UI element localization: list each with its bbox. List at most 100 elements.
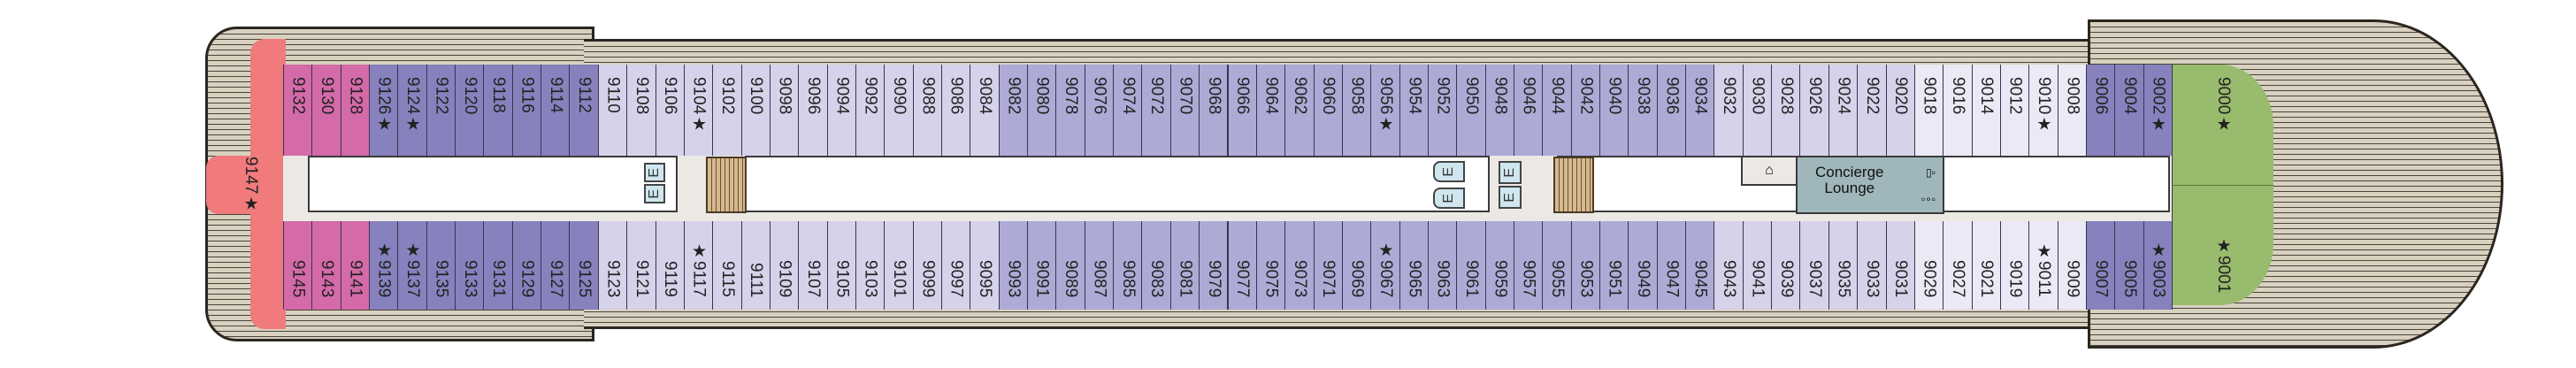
cabin-9030[interactable]: 9030 bbox=[1742, 65, 1773, 156]
cabin-9141[interactable]: 9141 bbox=[340, 221, 371, 310]
concierge-lounge[interactable]: Concierge Lounge ▯▫ ▫∘▫ bbox=[1796, 156, 1944, 214]
cabin-9049[interactable]: 9049 bbox=[1628, 221, 1658, 310]
cabin-9014[interactable]: 9014 bbox=[1971, 65, 2001, 156]
cabin-9093[interactable]: 9093 bbox=[998, 221, 1029, 310]
cabin-9051[interactable]: 9051 bbox=[1599, 221, 1629, 310]
cabin-9027[interactable]: 9027 bbox=[1943, 221, 1973, 310]
cabin-9089[interactable]: 9089 bbox=[1055, 221, 1085, 310]
cabin-9020[interactable]: 9020 bbox=[1885, 65, 1915, 156]
cabin-9016[interactable]: 9016 bbox=[1943, 65, 1973, 156]
cabin-9012[interactable]: 9012 bbox=[1999, 65, 2030, 156]
cabin-9041[interactable]: 9041 bbox=[1742, 221, 1773, 310]
cabin-9108[interactable]: 9108 bbox=[626, 65, 656, 156]
cabin-9143[interactable]: 9143 bbox=[311, 221, 341, 310]
cabin-9127[interactable]: 9127 bbox=[540, 221, 571, 310]
cabin-9062[interactable]: 9062 bbox=[1284, 65, 1315, 156]
cabin-9115[interactable]: 9115 bbox=[712, 221, 742, 310]
cabin-9067[interactable]: ★9067 bbox=[1370, 221, 1400, 310]
cabin-9121[interactable]: 9121 bbox=[626, 221, 656, 310]
cabin-9057[interactable]: 9057 bbox=[1513, 221, 1544, 310]
cabin-9092[interactable]: 9092 bbox=[855, 65, 886, 156]
cabin-9101[interactable]: 9101 bbox=[884, 221, 914, 310]
cabin-9139[interactable]: ★9139 bbox=[369, 221, 399, 310]
cabin-9037[interactable]: 9037 bbox=[1799, 221, 1829, 310]
cabin-9083[interactable]: 9083 bbox=[1141, 221, 1171, 310]
cabin-9070[interactable]: 9070 bbox=[1169, 65, 1200, 156]
cabin-9122[interactable]: 9122 bbox=[426, 65, 456, 156]
cabin-9105[interactable]: 9105 bbox=[826, 221, 856, 310]
cabin-9123[interactable]: 9123 bbox=[597, 221, 628, 310]
cabin-9120[interactable]: 9120 bbox=[455, 65, 485, 156]
cabin-9080[interactable]: 9080 bbox=[1027, 65, 1057, 156]
cabin-9031[interactable]: 9031 bbox=[1885, 221, 1915, 310]
cabin-9126[interactable]: 9126★ bbox=[369, 65, 399, 156]
cabin-9082[interactable]: 9082 bbox=[998, 65, 1029, 156]
cabin-9125[interactable]: 9125 bbox=[569, 221, 599, 310]
cabin-9107[interactable]: 9107 bbox=[798, 221, 828, 310]
aft-suite-9147-bump[interactable]: 9147★ bbox=[206, 156, 295, 214]
cabin-9008[interactable]: 9008 bbox=[2057, 65, 2087, 156]
cabin-9078[interactable]: 9078 bbox=[1055, 65, 1085, 156]
cabin-9032[interactable]: 9032 bbox=[1714, 65, 1744, 156]
cabin-9110[interactable]: 9110 bbox=[597, 65, 628, 156]
cabin-9053[interactable]: 9053 bbox=[1570, 221, 1601, 310]
cabin-9075[interactable]: 9075 bbox=[1255, 221, 1286, 310]
cabin-9071[interactable]: 9071 bbox=[1313, 221, 1343, 310]
cabin-9094[interactable]: 9094 bbox=[826, 65, 856, 156]
cabin-9098[interactable]: 9098 bbox=[769, 65, 800, 156]
cabin-9003[interactable]: ★9003 bbox=[2143, 221, 2173, 310]
cabin-9086[interactable]: 9086 bbox=[941, 65, 971, 156]
cabin-9007[interactable]: 9007 bbox=[2085, 221, 2116, 310]
forward-suite-9000[interactable]: 9000★ bbox=[2172, 65, 2273, 185]
cabin-9102[interactable]: 9102 bbox=[712, 65, 742, 156]
cabin-9104[interactable]: 9104★ bbox=[683, 65, 714, 156]
cabin-9011[interactable]: ★9011 bbox=[2028, 221, 2058, 310]
cabin-9061[interactable]: 9061 bbox=[1456, 221, 1486, 310]
cabin-9109[interactable]: 9109 bbox=[769, 221, 800, 310]
cabin-9038[interactable]: 9038 bbox=[1628, 65, 1658, 156]
cabin-9077[interactable]: 9077 bbox=[1227, 221, 1257, 310]
cabin-9043[interactable]: 9043 bbox=[1714, 221, 1744, 310]
cabin-9119[interactable]: 9119 bbox=[655, 221, 685, 310]
cabin-9097[interactable]: 9097 bbox=[941, 221, 971, 310]
cabin-9137[interactable]: ★9137 bbox=[397, 221, 427, 310]
cabin-9036[interactable]: 9036 bbox=[1656, 65, 1687, 156]
cabin-9128[interactable]: 9128 bbox=[340, 65, 371, 156]
cabin-9088[interactable]: 9088 bbox=[912, 65, 942, 156]
cabin-9095[interactable]: 9095 bbox=[970, 221, 1000, 310]
cabin-9124[interactable]: 9124★ bbox=[397, 65, 427, 156]
cabin-9091[interactable]: 9091 bbox=[1027, 221, 1057, 310]
cabin-9103[interactable]: 9103 bbox=[855, 221, 886, 310]
cabin-9019[interactable]: 9019 bbox=[1999, 221, 2030, 310]
cabin-9081[interactable]: 9081 bbox=[1169, 221, 1200, 310]
cabin-9130[interactable]: 9130 bbox=[311, 65, 341, 156]
cabin-9059[interactable]: 9059 bbox=[1484, 221, 1514, 310]
cabin-9066[interactable]: 9066 bbox=[1227, 65, 1257, 156]
cabin-9052[interactable]: 9052 bbox=[1427, 65, 1458, 156]
cabin-9096[interactable]: 9096 bbox=[798, 65, 828, 156]
cabin-9048[interactable]: 9048 bbox=[1484, 65, 1514, 156]
cabin-9009[interactable]: 9009 bbox=[2057, 221, 2087, 310]
cabin-9033[interactable]: 9033 bbox=[1857, 221, 1887, 310]
cabin-9068[interactable]: 9068 bbox=[1199, 65, 1229, 156]
cabin-9006[interactable]: 9006 bbox=[2085, 65, 2116, 156]
cabin-9079[interactable]: 9079 bbox=[1199, 221, 1229, 310]
cabin-9058[interactable]: 9058 bbox=[1341, 65, 1372, 156]
cabin-9100[interactable]: 9100 bbox=[740, 65, 770, 156]
cabin-9022[interactable]: 9022 bbox=[1857, 65, 1887, 156]
cabin-9045[interactable]: 9045 bbox=[1685, 221, 1715, 310]
cabin-9112[interactable]: 9112 bbox=[569, 65, 599, 156]
cabin-9131[interactable]: 9131 bbox=[483, 221, 513, 310]
cabin-9116[interactable]: 9116 bbox=[511, 65, 542, 156]
cabin-9145[interactable]: 9145 bbox=[283, 221, 313, 310]
forward-suite-9001[interactable]: ★9001 bbox=[2172, 185, 2273, 305]
cabin-9073[interactable]: 9073 bbox=[1284, 221, 1315, 310]
cabin-9044[interactable]: 9044 bbox=[1542, 65, 1572, 156]
cabin-9034[interactable]: 9034 bbox=[1685, 65, 1715, 156]
cabin-9111[interactable]: 9111 bbox=[740, 221, 770, 310]
cabin-9118[interactable]: 9118 bbox=[483, 65, 513, 156]
cabin-9084[interactable]: 9084 bbox=[970, 65, 1000, 156]
cabin-9055[interactable]: 9055 bbox=[1542, 221, 1572, 310]
cabin-9063[interactable]: 9063 bbox=[1427, 221, 1458, 310]
cabin-9087[interactable]: 9087 bbox=[1084, 221, 1115, 310]
